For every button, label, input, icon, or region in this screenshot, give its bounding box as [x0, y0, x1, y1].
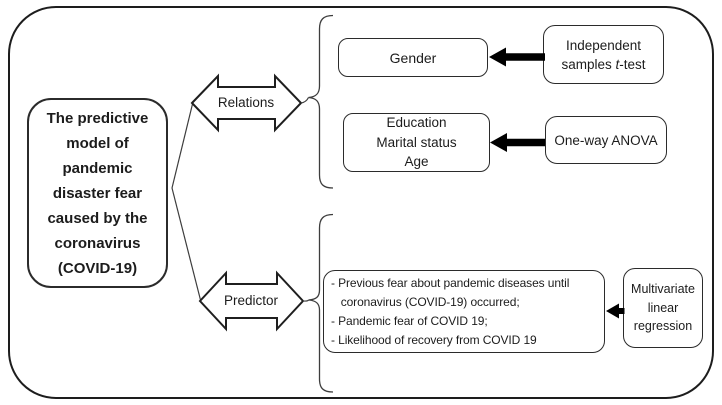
ttest-line2-post: -test: [619, 56, 646, 72]
outer-border: [8, 6, 714, 399]
ttest-line2-pre: samples: [561, 56, 616, 72]
predictor-arrow-label: Predictor: [223, 293, 279, 308]
ttest-line2: samples t-test: [561, 55, 645, 74]
ttest-line2-italic-t: t: [615, 56, 620, 72]
gender-box: Gender: [338, 38, 488, 77]
model-box: The predictive model of pandemic disaste…: [27, 98, 168, 288]
ttest-box: Independent samples t-test: [543, 25, 664, 84]
relations-arrow-label: Relations: [217, 95, 275, 110]
predictors-box: - Previous fear about pandemic diseases …: [323, 270, 605, 353]
regression-box: Multivariate linear regression: [623, 268, 703, 348]
anova-box: One-way ANOVA: [545, 116, 667, 164]
ttest-line1: Independent: [565, 37, 642, 53]
demographics-box: Education Marital status Age: [343, 113, 490, 172]
